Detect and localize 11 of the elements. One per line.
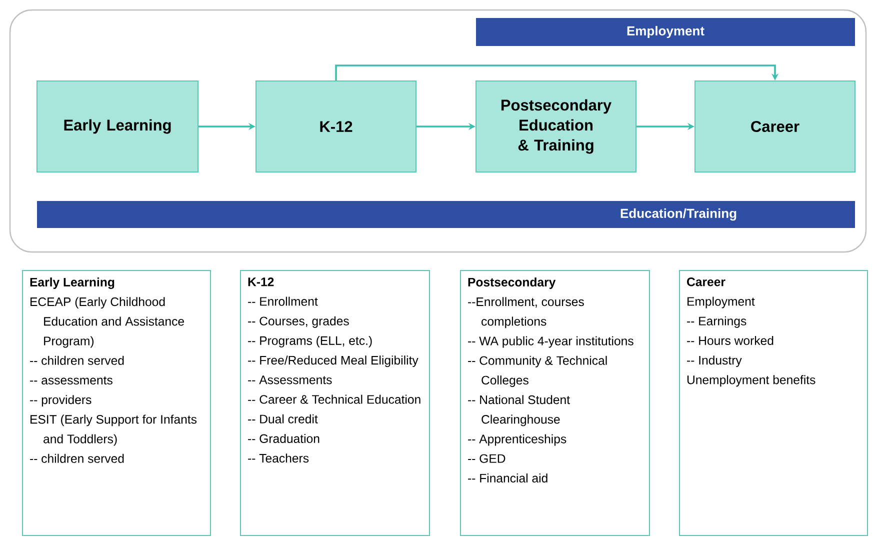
info-box: Early Learning ECEAP (Early Childhood Education and Assistance Program) -- children served -- assessments -- providers ESIT (Early Support for Infants and Toddlers) -- children served	[22, 270, 211, 536]
band-bar: Education/Training	[37, 201, 855, 228]
stage-box: K-12	[256, 80, 416, 172]
band-bar: Employment	[476, 18, 855, 46]
stage-box: Postsecondary Education & Training	[476, 80, 636, 172]
arrow	[335, 64, 779, 80]
info-box: Postsecondary --Enrollment, courses completions -- WA public 4-year institutions -- Community & Technical Colleges -- National Student Clearinghouse -- Apprenticeships -- GED -- Financial aid	[460, 270, 650, 536]
stage-box: Career	[694, 80, 856, 172]
info-box: K-12 -- Enrollment -- Courses, grades -- Programs (ELL, etc.) -- Free/Reduced Meal Eligibility -- Assessments -- Career & Technical Education -- Dual credit -- Graduation -- Teachers	[240, 270, 430, 536]
info-box: Career Employment -- Earnings -- Hours worked -- Industry Unemployment benefits	[679, 270, 868, 536]
stage-box: Early Learning	[36, 80, 198, 172]
